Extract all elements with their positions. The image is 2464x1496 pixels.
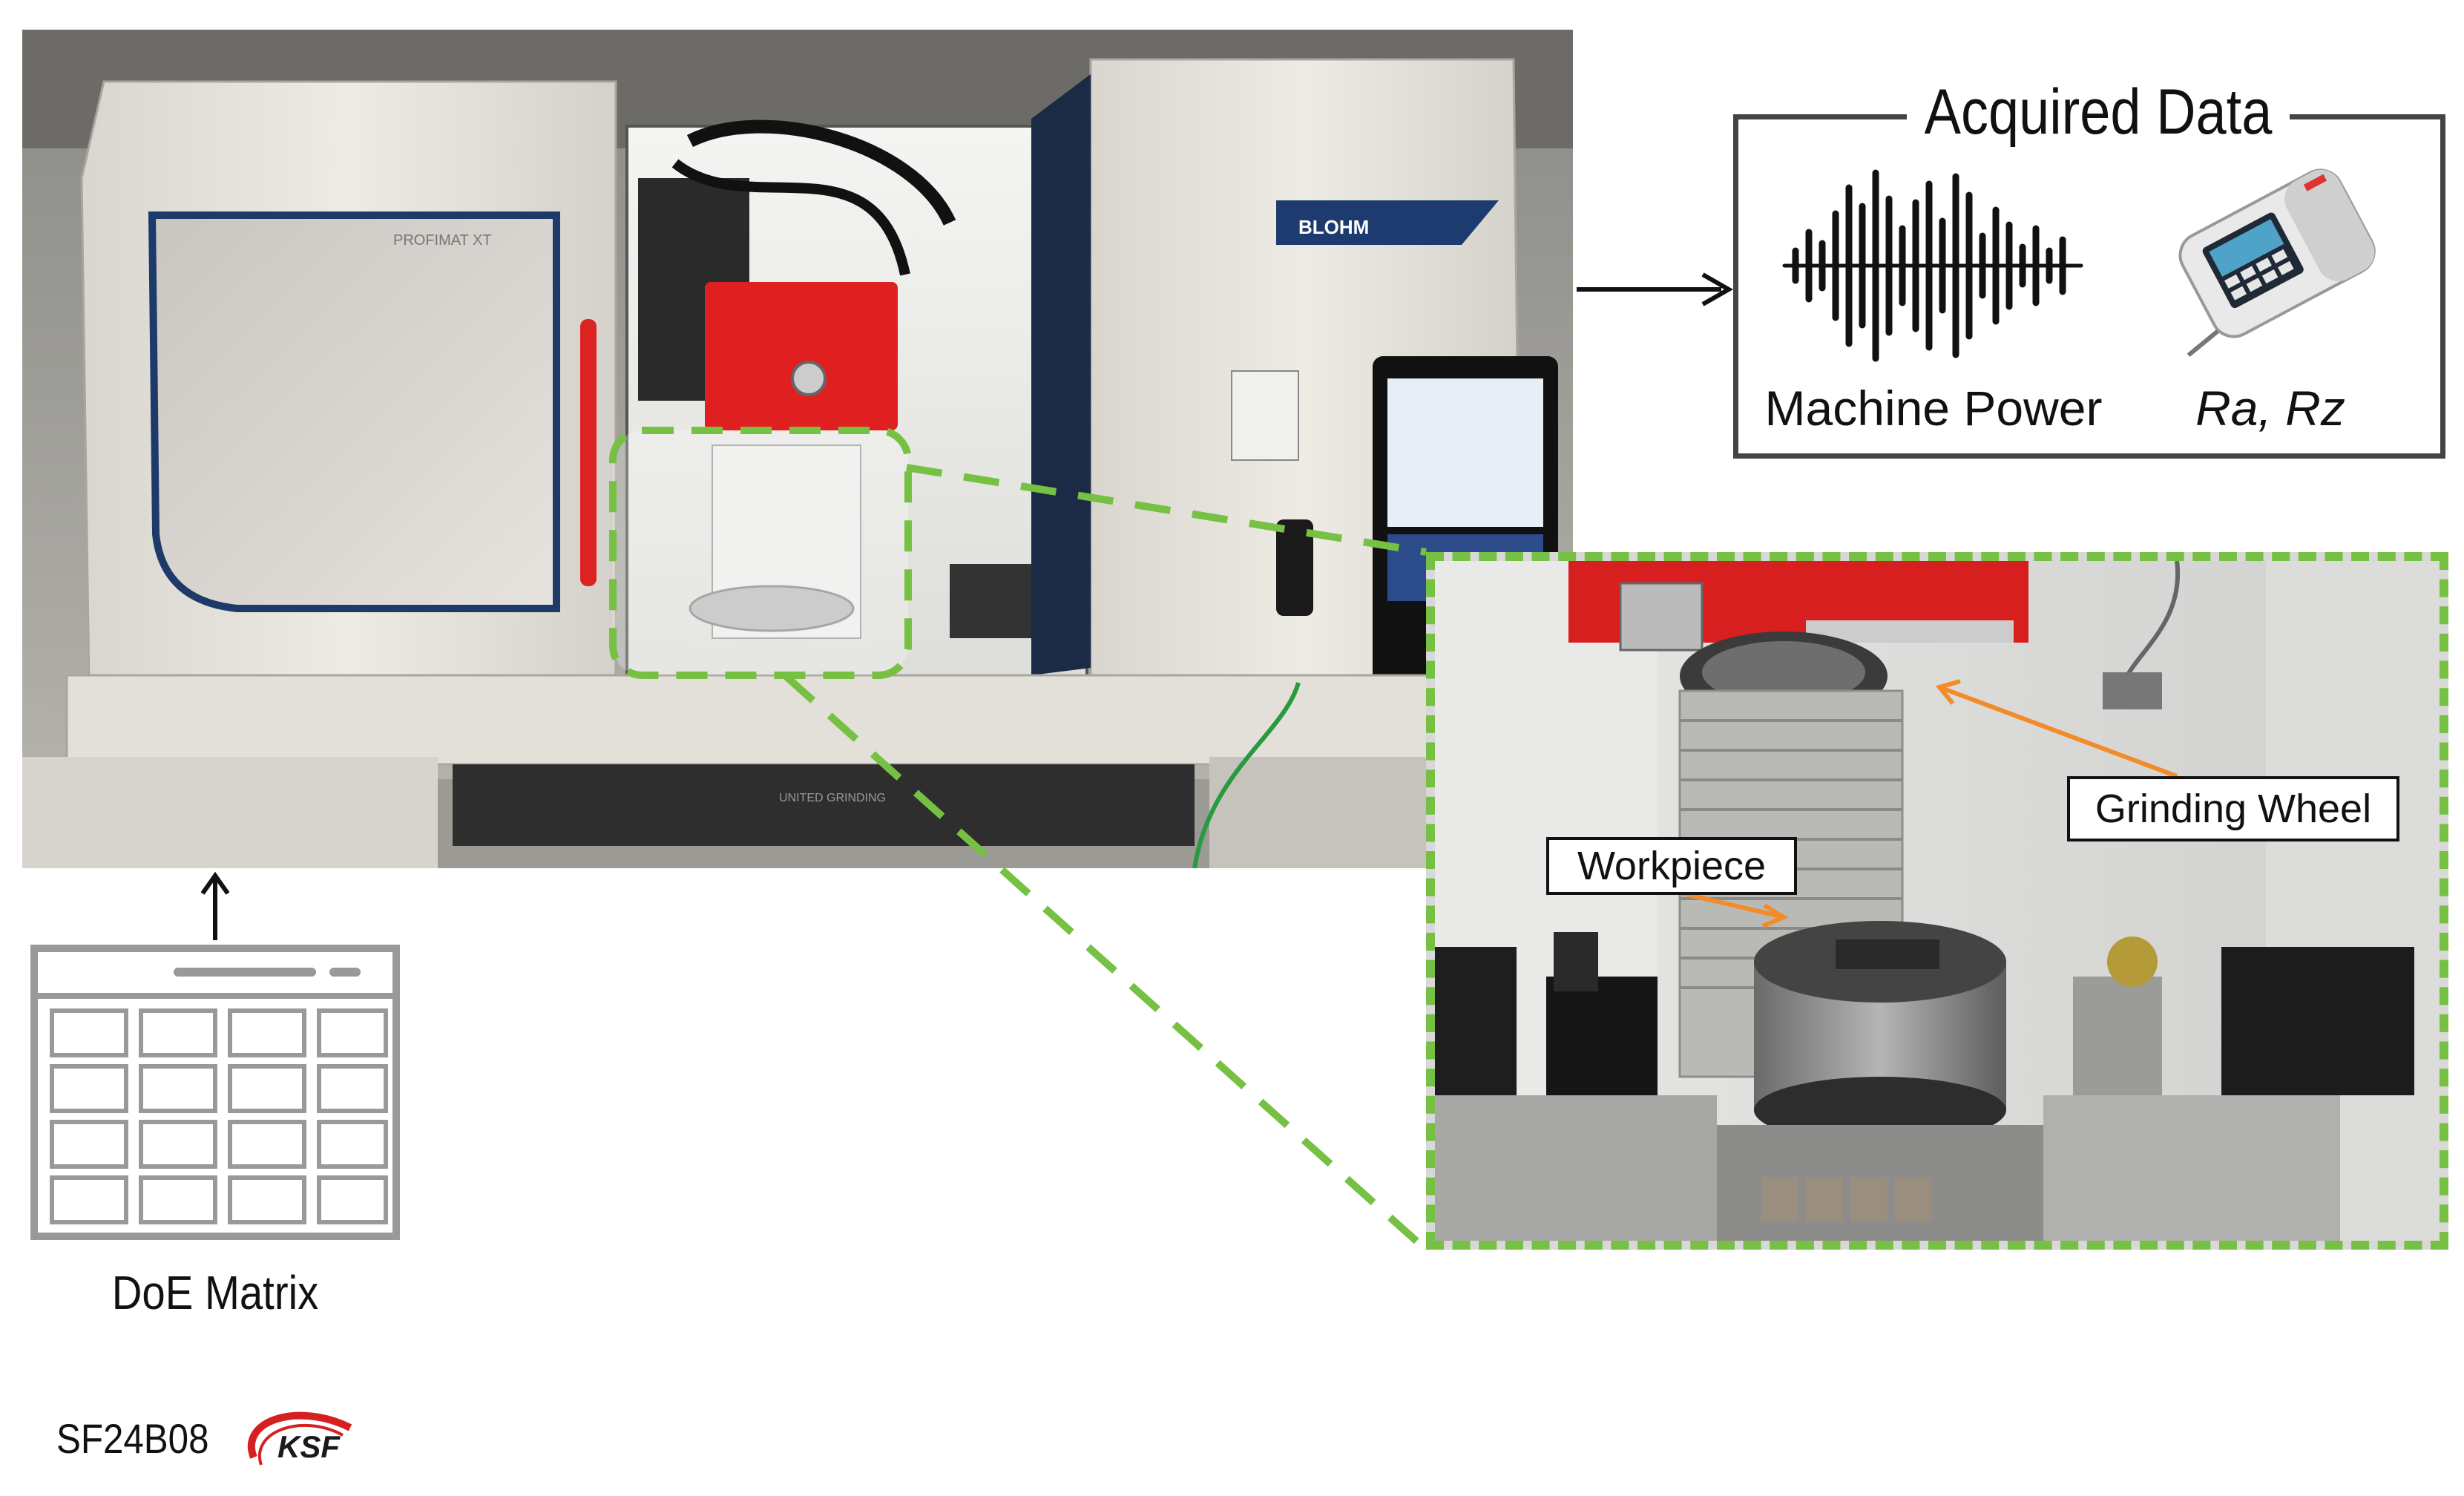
- acquired-data-title: Acquired Data: [1907, 71, 2290, 153]
- ksf-logo: KSF: [248, 1411, 352, 1466]
- doe-matrix-label: DoE Matrix: [111, 1266, 319, 1319]
- spindle-head: [705, 282, 898, 430]
- roughness-label: Ra, Rz: [2195, 381, 2345, 436]
- roughness-tester-icon: [2178, 168, 2376, 357]
- zoom-source-region: [609, 427, 912, 679]
- arrow-to-acquired-data: [1577, 272, 1734, 306]
- figure-code: SF24B08: [56, 1415, 209, 1462]
- base-text: UNITED GRINDING: [779, 792, 886, 804]
- workpiece-callout: Workpiece: [1546, 837, 1797, 895]
- grinding-machine-photo: PROFIMAT XT BLOHM UNITED GRINDING: [22, 30, 1573, 868]
- grinding-wheel-callout: Grinding Wheel: [2067, 776, 2399, 842]
- doe-matrix-table-icon: [30, 945, 400, 1240]
- brand-text: BLOHM: [1298, 216, 1369, 238]
- machine-power-label: Machine Power: [1764, 381, 2103, 436]
- model-text: PROFIMAT XT: [393, 232, 492, 249]
- logo-text: KSF: [277, 1429, 341, 1464]
- waveform-icon: [1782, 169, 2083, 362]
- zoomed-inset-photo: Grinding Wheel Workpiece: [1426, 552, 2448, 1250]
- arrow-up-from-doe: [200, 871, 230, 940]
- door-handle: [580, 319, 597, 586]
- inset-scene: [1435, 561, 2440, 1241]
